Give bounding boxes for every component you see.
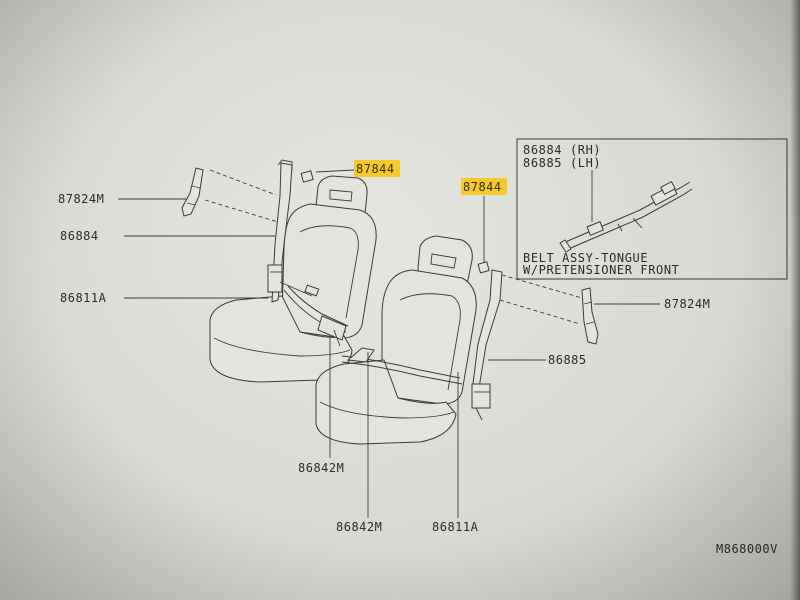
inset-border: [516, 138, 788, 280]
left-anchor-part: [181, 167, 279, 223]
label-buckle-left: 86811A: [60, 291, 107, 305]
inset-caption-line2: W/PRETENSIONER FRONT: [523, 263, 680, 277]
drawing-code: M868000V: [716, 542, 778, 556]
inset-rh-part: 86884 (RH): [523, 143, 601, 157]
label-belt-left: 86884: [60, 229, 99, 243]
label-buckle-center-upper: 86842M: [298, 461, 344, 475]
left-seat: [209, 159, 377, 383]
right-anchor-part: [581, 287, 599, 345]
leader-cover-left: [315, 169, 355, 173]
highlight-cover-left: [354, 160, 400, 177]
label-belt-right: 86885: [548, 353, 587, 367]
highlight-cover-right: [461, 178, 507, 195]
label-cover-right: 87844: [463, 180, 502, 194]
inset-caption-line1: BELT ASSY-TONGUE: [523, 251, 648, 265]
label-buckle-center-lower: 86842M: [336, 520, 382, 534]
label-anchor-left: 87824M: [58, 192, 104, 206]
inset-belt-assembly: [559, 180, 693, 253]
label-cover-left: 87844: [356, 162, 395, 176]
monitor-frame-edge: [790, 0, 800, 600]
label-anchor-right: 87824M: [664, 297, 710, 311]
inset-box: 86884 (RH) 86885 (LH) BELT ASSY-TONGUE W…: [516, 138, 788, 280]
inset-lh-part: 86885 (LH): [523, 156, 601, 170]
right-seat: [315, 235, 583, 445]
label-buckle-right: 86811A: [432, 520, 479, 534]
